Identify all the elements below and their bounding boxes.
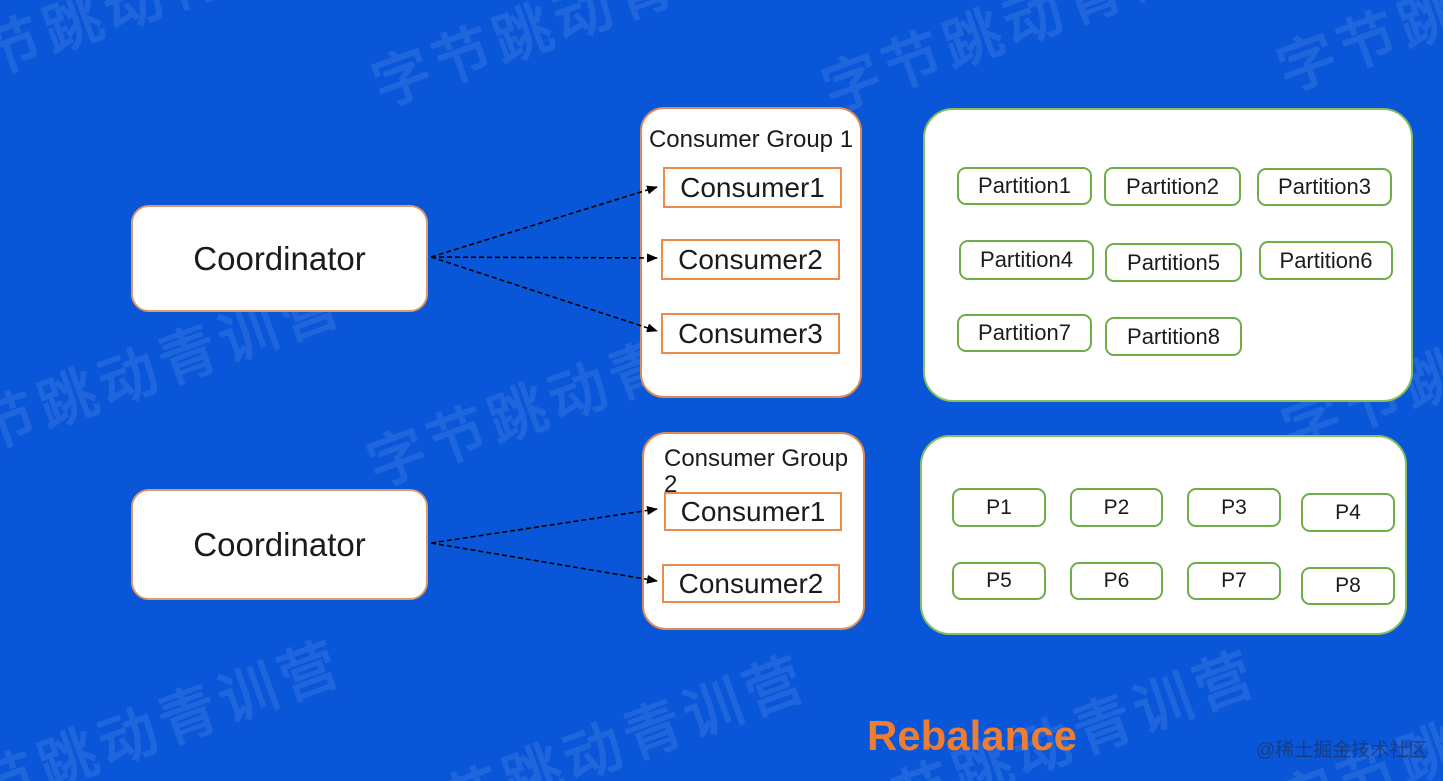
- consumer-box: Consumer3: [661, 313, 840, 354]
- partition-label: P4: [1335, 500, 1361, 524]
- partition-box: Partition8: [1105, 317, 1242, 356]
- watermark-text: 字节跳动青训营: [0, 630, 353, 781]
- partition-label: P7: [1221, 569, 1247, 592]
- coordinator-1-box: Coordinator: [131, 205, 428, 312]
- partition-box: Partition4: [959, 240, 1094, 280]
- partition-box: Partition2: [1104, 167, 1241, 206]
- partition-box: P4: [1301, 493, 1395, 532]
- partition-box: Partition7: [957, 314, 1092, 352]
- coordinator-2-box: Coordinator: [131, 489, 428, 600]
- partition-label: Partition8: [1127, 323, 1220, 349]
- partition-label: P8: [1335, 574, 1361, 597]
- partition-label: Partition6: [1279, 247, 1373, 273]
- partition-box: Partition3: [1257, 168, 1392, 206]
- partition-label: P6: [1103, 569, 1130, 592]
- consumer-box: Consumer1: [664, 492, 842, 531]
- partition-box: P1: [952, 488, 1046, 527]
- partition-box: P6: [1070, 562, 1163, 600]
- consumer-group-1-title: Consumer Group 1: [648, 126, 854, 153]
- watermark-text: 字节跳动青训营: [0, 0, 358, 110]
- consumer-box: Consumer1: [663, 167, 842, 208]
- partition-box: P8: [1301, 567, 1395, 605]
- consumer-box: Consumer2: [662, 564, 840, 603]
- consumer-label: Consumer1: [680, 171, 825, 203]
- watermark-text: 字节跳动青训营: [364, 0, 808, 120]
- rebalance-label: Rebalance: [866, 712, 1078, 759]
- partition-label: Partition2: [1126, 173, 1219, 199]
- consumer-label: Consumer3: [678, 317, 823, 349]
- partition-label: Partition7: [978, 320, 1071, 345]
- watermark-text: 字节跳动青训营: [1264, 0, 1443, 108]
- consumer-label: Consumer2: [678, 567, 824, 599]
- consumer-box: Consumer2: [661, 239, 840, 280]
- watermark-text: 字节跳动青训营: [374, 645, 818, 781]
- partition-label: Partition3: [1278, 174, 1371, 199]
- partition-container-1: Partition1 Partition2 Partition3 Partiti…: [923, 108, 1413, 402]
- partition-container-2: P1 P2 P3 P4 P5 P6 P7 P8: [920, 435, 1407, 635]
- partition-label: P5: [986, 569, 1012, 592]
- consumer-group-1-box: Consumer Group 1 Consumer1 Consumer2 Con…: [640, 107, 862, 398]
- partition-box: P3: [1187, 488, 1281, 527]
- partition-box: P2: [1070, 488, 1163, 527]
- consumer-group-2-title: Consumer Group 2: [664, 445, 849, 498]
- partition-label: Partition5: [1127, 249, 1220, 275]
- partition-box: Partition1: [957, 167, 1092, 205]
- consumer-group-2-box: Consumer Group 2 Consumer1 Consumer2: [642, 432, 865, 630]
- partition-label: P1: [986, 495, 1012, 519]
- consumer-label: Consumer1: [680, 495, 826, 527]
- partition-box: P5: [952, 562, 1046, 600]
- coordinator-1-label: Coordinator: [193, 239, 366, 277]
- partition-label: Partition1: [978, 173, 1071, 198]
- consumer-label: Consumer2: [678, 243, 823, 275]
- partition-box: Partition5: [1105, 243, 1242, 282]
- partition-box: P7: [1187, 562, 1281, 600]
- partition-label: P2: [1103, 495, 1130, 519]
- partition-label: P3: [1221, 495, 1247, 519]
- coordinator-2-label: Coordinator: [193, 525, 366, 563]
- partition-label: Partition4: [980, 247, 1073, 272]
- partition-box: Partition6: [1259, 241, 1393, 280]
- community-credit: @稀土掘金技术社区: [1256, 740, 1428, 761]
